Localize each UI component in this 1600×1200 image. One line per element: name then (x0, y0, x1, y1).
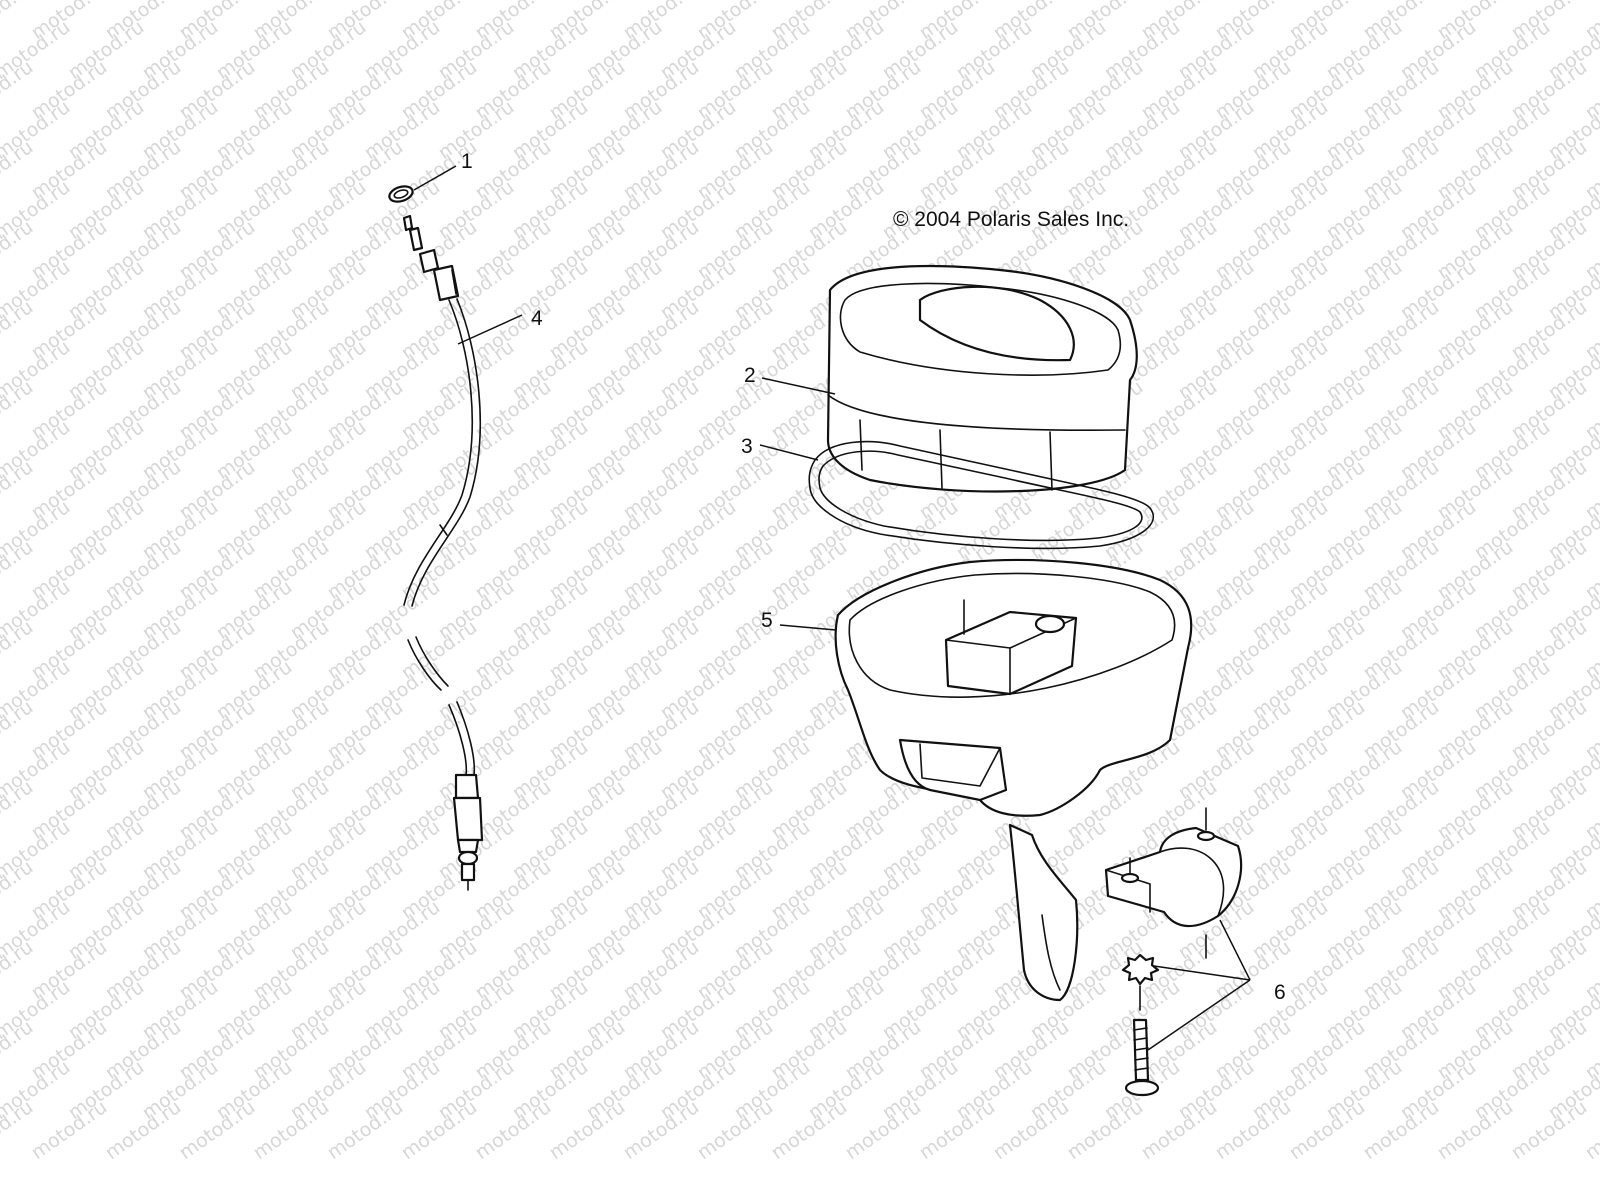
watermark-pattern: motod.rumotod.rumotod.rumotod.rumotod.ru… (0, 0, 1600, 1164)
part-3-gasket (808, 440, 1155, 550)
leader-1 (413, 165, 457, 191)
callout-6: 6 (1274, 981, 1286, 1004)
part-2-cover (826, 264, 1138, 493)
leader-4 (457, 314, 523, 345)
leader-2 (761, 377, 836, 395)
callout-4: 4 (531, 307, 543, 330)
leader-5 (779, 624, 837, 631)
leader-6b (1153, 965, 1251, 981)
copyright-notice: © 2004 Polaris Sales Inc. (893, 208, 1130, 231)
leader-6a (1219, 919, 1251, 981)
callout-5: 5 (761, 609, 773, 632)
callout-3: 3 (741, 435, 753, 458)
leader-6c (1147, 979, 1251, 1051)
callout-2: 2 (744, 364, 756, 387)
leader-3 (759, 444, 819, 461)
callout-1: 1 (461, 150, 473, 173)
part-4-cable (402, 214, 484, 891)
part-6-clamp-kit (1104, 807, 1243, 1097)
part-1-o-ring (388, 185, 414, 203)
part-5-housing (834, 558, 1193, 1002)
leader-lines (413, 165, 1251, 1051)
